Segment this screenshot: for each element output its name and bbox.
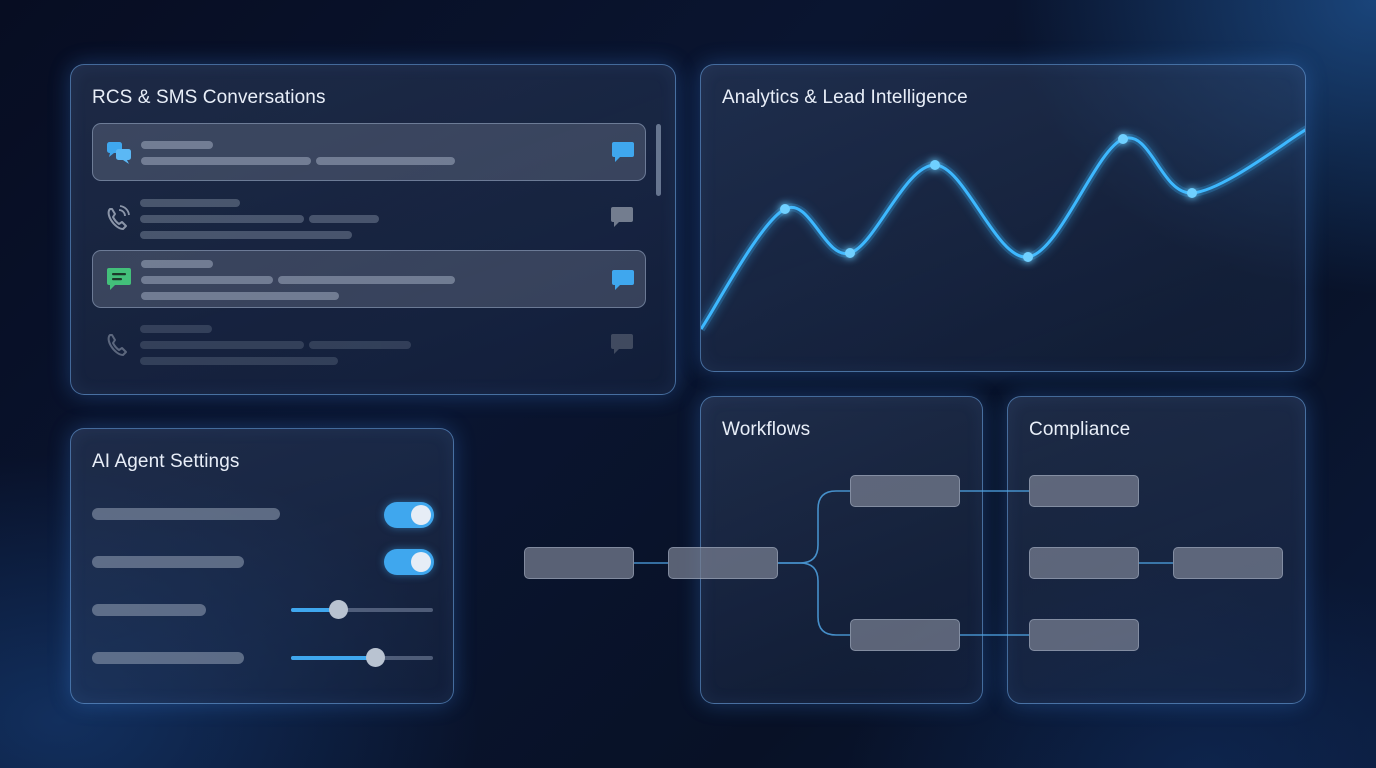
- phone-signal-icon: [107, 205, 130, 230]
- conversation-item[interactable]: [92, 123, 646, 181]
- contact-name-placeholder: [141, 260, 213, 268]
- message-preview-placeholder: [278, 276, 455, 284]
- panel-title: AI Agent Settings: [92, 451, 240, 472]
- setting-label-placeholder: [92, 604, 206, 616]
- toggle-knob: [411, 505, 431, 525]
- panel-title: RCS & SMS Conversations: [92, 87, 326, 108]
- conversation-item[interactable]: [92, 317, 646, 375]
- data-point[interactable]: [1118, 134, 1128, 144]
- data-point[interactable]: [780, 204, 790, 214]
- analytics-lead-intelligence-panel: Analytics & Lead Intelligence: [700, 64, 1306, 372]
- message-preview-placeholder: [309, 215, 379, 223]
- message-preview-placeholder: [141, 276, 273, 284]
- panel-title: Analytics & Lead Intelligence: [722, 87, 968, 108]
- message-bubble-icon: [611, 207, 633, 227]
- data-point[interactable]: [930, 160, 940, 170]
- compliance-node[interactable]: [1173, 547, 1283, 579]
- slider-fill: [291, 608, 338, 612]
- workflow-node-branch-top[interactable]: [850, 475, 960, 507]
- setting-label-placeholder: [92, 556, 244, 568]
- workflow-node-trigger[interactable]: [524, 547, 634, 579]
- message-preview-placeholder: [140, 357, 338, 365]
- conversation-scrollbar[interactable]: [656, 124, 661, 196]
- compliance-node[interactable]: [1029, 547, 1139, 579]
- setting-slider[interactable]: [291, 600, 433, 619]
- setting-toggle[interactable]: [384, 502, 434, 528]
- data-point[interactable]: [1187, 188, 1197, 198]
- data-point[interactable]: [845, 248, 855, 258]
- contact-name-placeholder: [141, 141, 213, 149]
- contact-name-placeholder: [140, 199, 240, 207]
- chat-text-icon: [107, 268, 131, 290]
- slider-fill: [291, 656, 375, 660]
- setting-toggle[interactable]: [384, 549, 434, 575]
- message-preview-placeholder: [140, 341, 304, 349]
- panel-title: Compliance: [1029, 419, 1131, 440]
- slider-thumb[interactable]: [329, 600, 348, 619]
- setting-slider[interactable]: [291, 648, 433, 667]
- setting-label-placeholder: [92, 508, 280, 520]
- conversation-item[interactable]: [92, 250, 646, 308]
- conversation-item[interactable]: [92, 189, 646, 247]
- compliance-node[interactable]: [1029, 475, 1139, 507]
- toggle-knob: [411, 552, 431, 572]
- compliance-node[interactable]: [1029, 619, 1139, 651]
- workflow-node-router[interactable]: [668, 547, 778, 579]
- rcs-sms-conversations-panel: RCS & SMS Conversations: [70, 64, 676, 395]
- slider-thumb[interactable]: [366, 648, 385, 667]
- series-line-glow: [701, 125, 1305, 332]
- phone-icon: [107, 334, 127, 356]
- message-preview-placeholder: [140, 215, 304, 223]
- workflow-node-branch-bottom[interactable]: [850, 619, 960, 651]
- message-preview-placeholder: [309, 341, 411, 349]
- message-bubble-icon: [612, 142, 634, 162]
- message-preview-placeholder: [141, 157, 311, 165]
- data-point[interactable]: [1023, 252, 1033, 262]
- lead-trend-line-chart: [701, 125, 1305, 332]
- series-line: [701, 128, 1305, 330]
- message-preview-placeholder: [316, 157, 455, 165]
- chat-bubbles-icon: [107, 142, 131, 164]
- message-bubble-icon: [612, 270, 634, 290]
- message-preview-placeholder: [141, 292, 339, 300]
- message-bubble-icon: [611, 334, 633, 354]
- ai-agent-settings-panel: AI Agent Settings: [70, 428, 454, 704]
- setting-label-placeholder: [92, 652, 244, 664]
- panel-title: Workflows: [722, 419, 811, 440]
- message-preview-placeholder: [140, 231, 352, 239]
- contact-name-placeholder: [140, 325, 212, 333]
